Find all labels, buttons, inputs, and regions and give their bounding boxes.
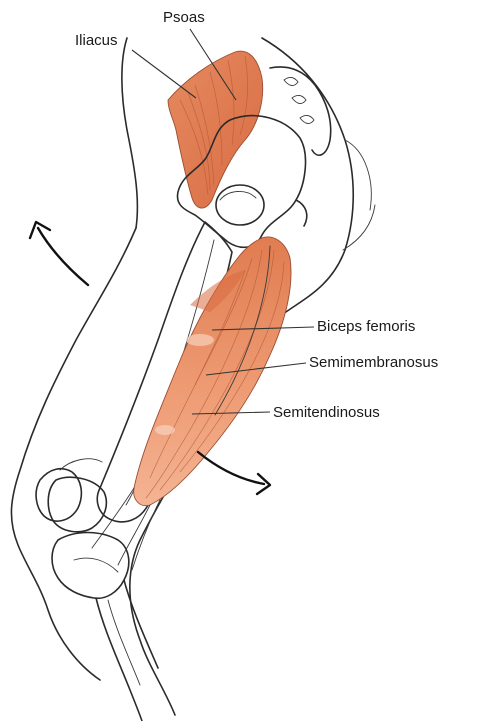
label-biceps-femoris: Biceps femoris (317, 318, 415, 336)
label-iliacus: Iliacus (75, 32, 118, 50)
iliacus-psoas-muscles (168, 51, 263, 208)
label-psoas: Psoas (163, 9, 205, 27)
knee-and-tibia (52, 488, 160, 721)
label-semitendinosus: Semitendinosus (273, 404, 380, 422)
label-semimembranosus: Semimembranosus (309, 354, 438, 372)
flexion-arrow (30, 222, 88, 285)
extension-arrow (198, 452, 270, 494)
hamstring-muscles (134, 237, 291, 506)
sacrum (270, 67, 331, 155)
